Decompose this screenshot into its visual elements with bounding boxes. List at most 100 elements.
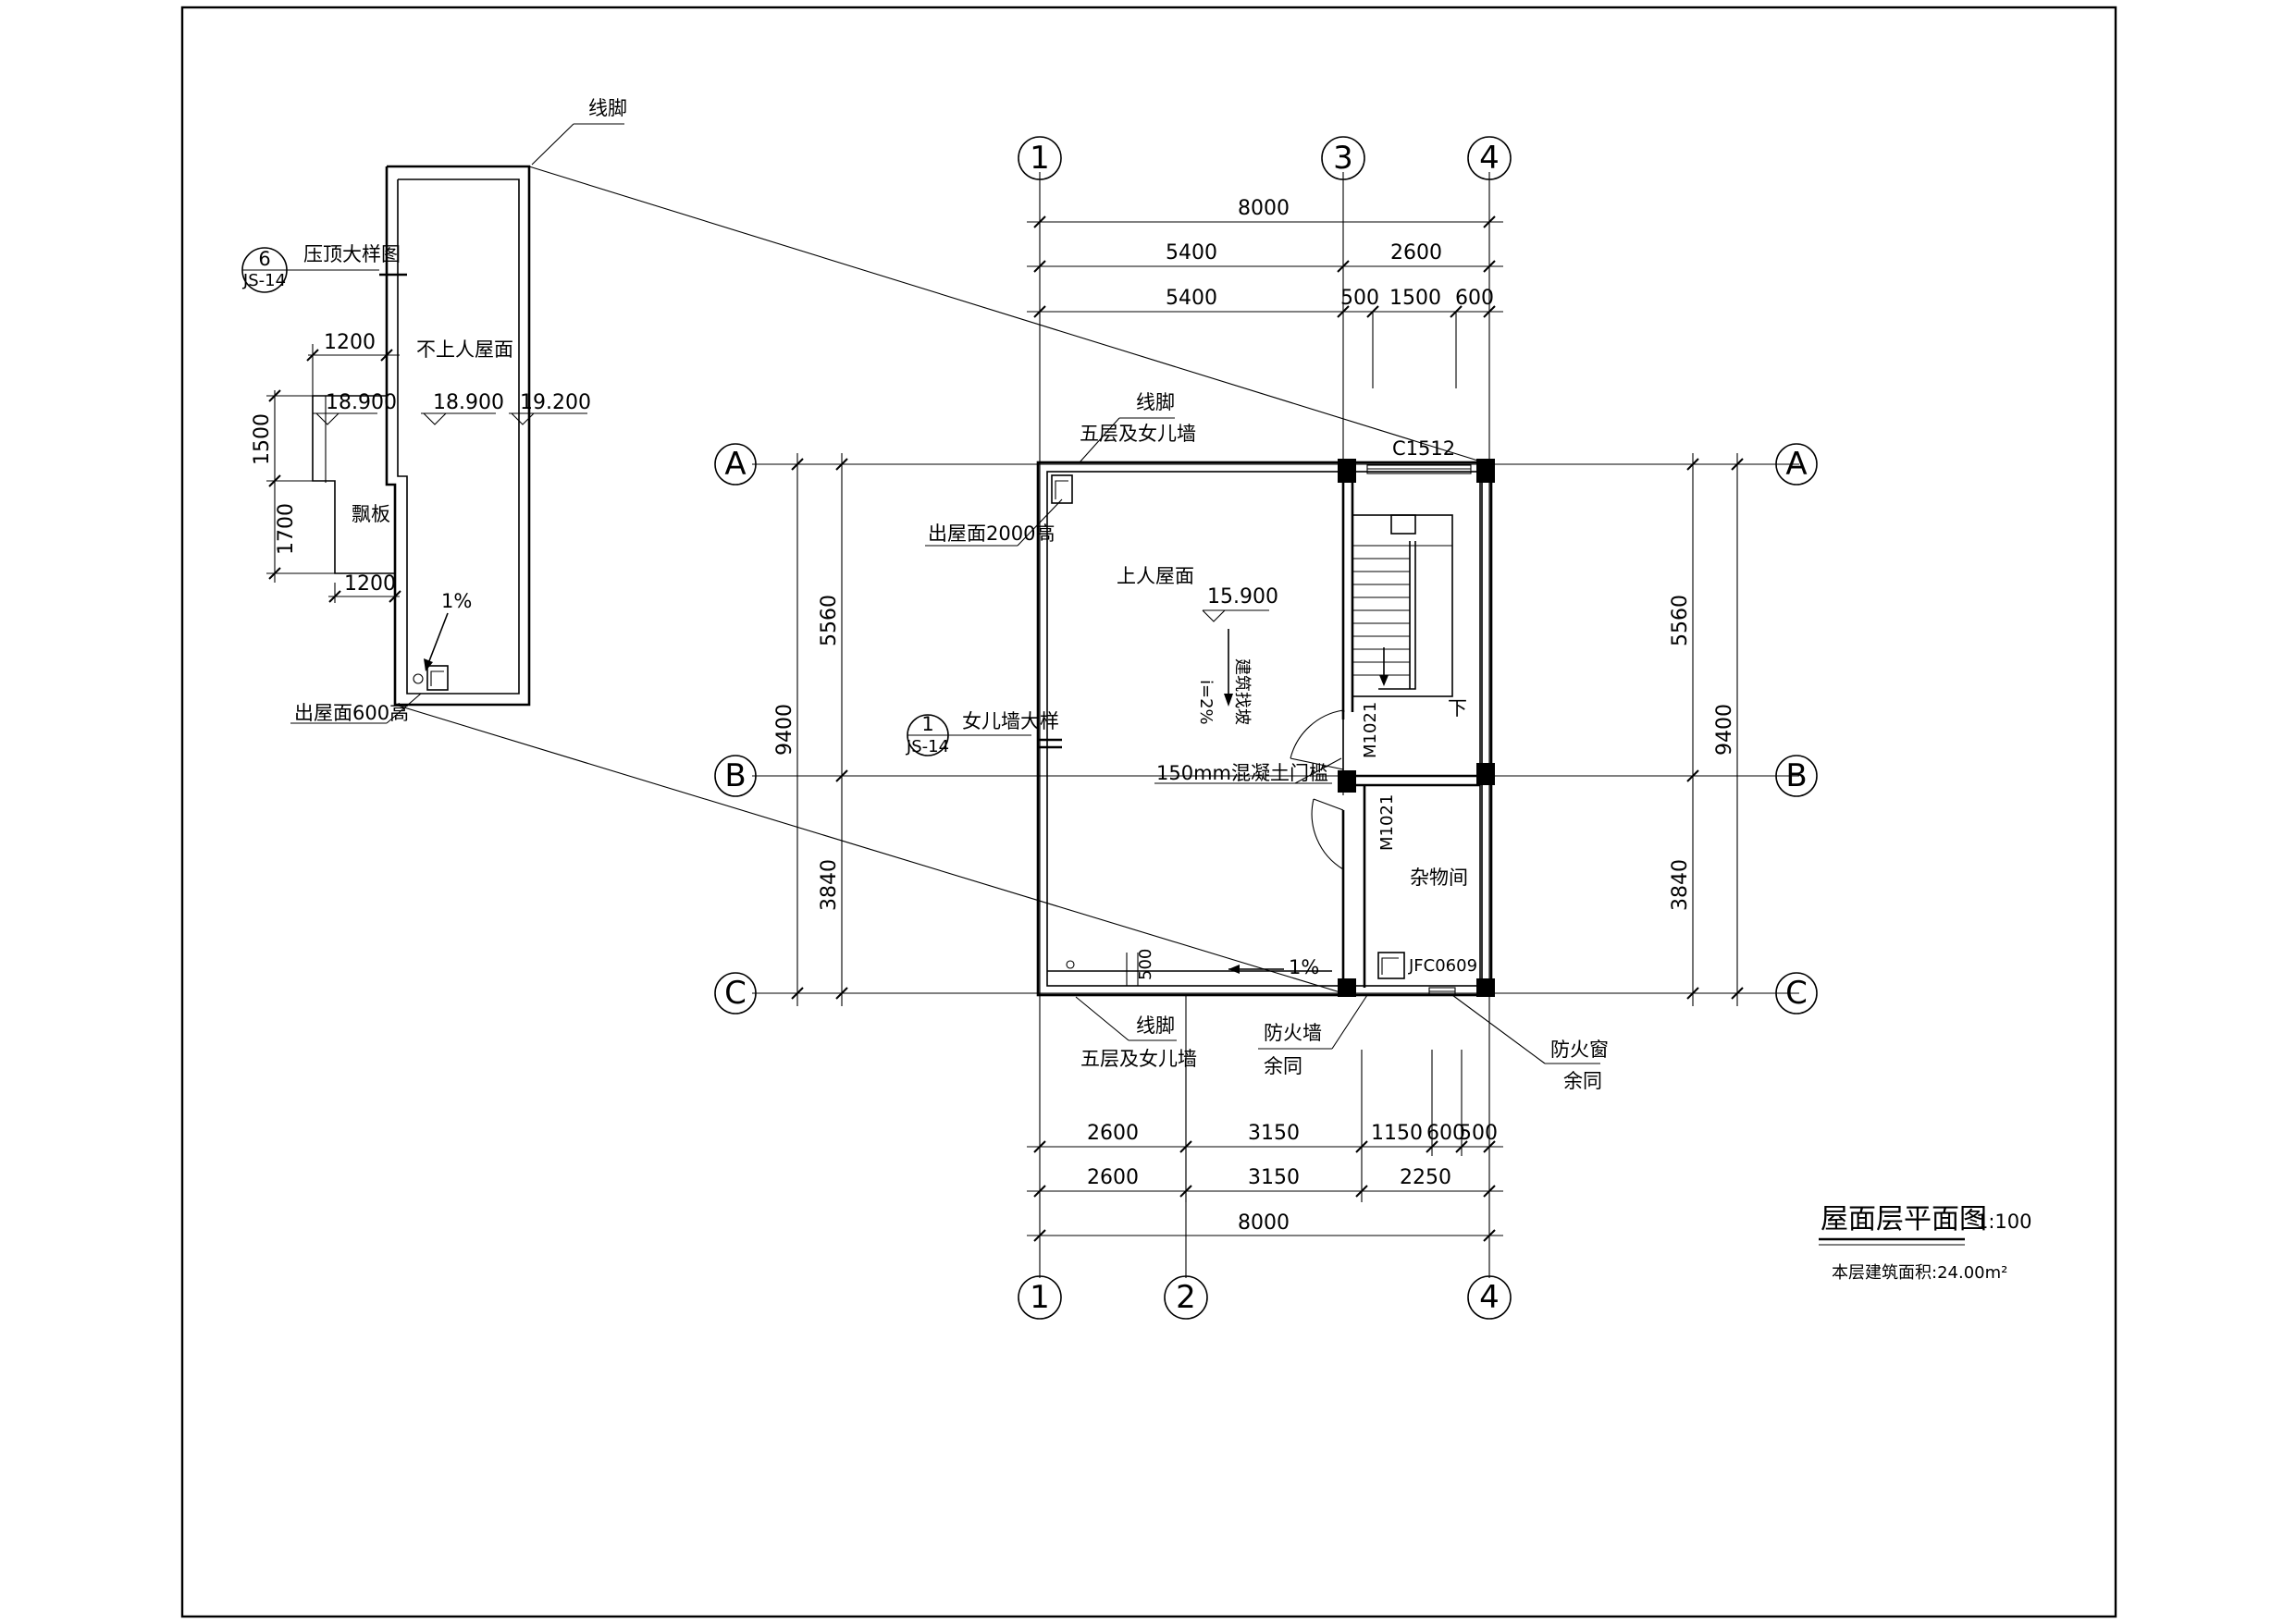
top-line-leader xyxy=(1079,417,1120,463)
top-dimension-lines xyxy=(1027,215,1503,388)
svg-text:B: B xyxy=(724,757,746,794)
dim-left-outer: 9400 xyxy=(773,704,796,756)
detail-link-bottom xyxy=(394,704,1344,994)
plan-roof-elevation: 15.900 xyxy=(1207,585,1278,609)
plan-slope-note: 建筑找坡 xyxy=(1232,658,1252,725)
axis-bubble-top-1: 1 xyxy=(1018,136,1062,180)
detail-dim-d: 1200 xyxy=(344,572,396,596)
axis-bubble-right-c: C xyxy=(1775,972,1818,1014)
svg-text:2: 2 xyxy=(1176,1279,1196,1316)
axis-grid-lines xyxy=(752,172,1799,1278)
detail-line-leader xyxy=(531,123,574,166)
stair xyxy=(1352,514,1453,697)
gutter-slope: 1% xyxy=(1289,956,1319,978)
bottom-line-note: 线脚 xyxy=(1136,1014,1175,1037)
bottom-line-subnote: 五层及女儿墙 xyxy=(1080,1048,1197,1070)
svg-text:B: B xyxy=(1785,757,1807,794)
plan-slope-arrow xyxy=(1224,629,1233,707)
detail-slope-arrow xyxy=(426,612,449,667)
detail-elevation-marks xyxy=(313,412,587,425)
detail-canopy-label: 飘板 xyxy=(352,503,390,525)
dim-top-row2-b: 500 xyxy=(1340,287,1379,310)
axis-bubble-bottom-2: 2 xyxy=(1164,1275,1208,1320)
detail-dim-c: 1700 xyxy=(275,503,298,555)
area-note: 本层建筑面积:24.00m² xyxy=(1832,1263,2007,1283)
axis-bubble-top-4: 4 xyxy=(1467,136,1512,180)
dim-right-inner-a: 5560 xyxy=(1669,595,1692,646)
axis-bubble-top-3: 3 xyxy=(1321,136,1365,180)
detail-elevation-c: 19.200 xyxy=(520,391,591,414)
svg-text:C: C xyxy=(724,975,747,1012)
axis-bubble-left-c: C xyxy=(714,972,757,1014)
svg-text:3: 3 xyxy=(1333,140,1353,177)
storage-room-label: 杂物间 xyxy=(1410,867,1468,889)
detail-elevation-a: 18.900 xyxy=(326,391,397,414)
firewall-leader xyxy=(1331,994,1368,1050)
parapet-callout-ref: JS-14 xyxy=(906,737,949,756)
axis-bubble-left-b: B xyxy=(714,755,757,797)
axis-bubble-bottom-4: 4 xyxy=(1467,1275,1512,1320)
plan-roof-label: 上人屋面 xyxy=(1117,565,1194,587)
svg-text:1: 1 xyxy=(1030,140,1050,177)
svg-text:C: C xyxy=(1785,975,1808,1012)
window-jfc0609-label: JFC0609 xyxy=(1408,956,1477,976)
door-m1021-upper-label: M1021 xyxy=(1361,702,1380,758)
sheet-frame xyxy=(180,6,2117,1618)
dim-left-inner-a: 5560 xyxy=(818,595,841,646)
parapet-note: 女儿墙大样 xyxy=(962,710,1059,732)
dim-right-inner-b: 3840 xyxy=(1669,859,1692,911)
plan-roof-outlet xyxy=(1051,474,1073,504)
axis-bubble-right-b: B xyxy=(1775,755,1818,797)
door-m1021-lower xyxy=(1311,798,1344,870)
detail-roof-label: 不上人屋面 xyxy=(416,338,513,361)
svg-text:A: A xyxy=(724,446,746,483)
left-dimension-lines xyxy=(791,453,848,1006)
dim-bottom-row1-b: 3150 xyxy=(1248,1122,1300,1145)
gutter-dim: 500 xyxy=(1136,949,1155,980)
svg-text:A: A xyxy=(1785,446,1807,483)
parapet-callout-num: 1 xyxy=(921,713,933,735)
detail-elevation-b: 18.900 xyxy=(433,391,504,414)
plan-outlet-note: 出屋面2000高 xyxy=(928,523,1055,545)
detail-dim-a: 1200 xyxy=(324,331,376,354)
svg-text:1: 1 xyxy=(1030,1279,1050,1316)
plan-outlet-leader xyxy=(1017,498,1063,547)
detail-dimension-lines xyxy=(266,344,401,603)
top-line-subnote: 五层及女儿墙 xyxy=(1080,423,1196,445)
detail-outlet xyxy=(413,665,449,691)
detail-dim-b: 1500 xyxy=(251,413,274,465)
dim-bottom-row1-e: 500 xyxy=(1459,1122,1498,1145)
dim-top-total: 8000 xyxy=(1238,197,1290,220)
bottom-line-leader xyxy=(1075,996,1129,1041)
detail-callout-label: 压顶大样图 xyxy=(303,243,401,265)
dim-right-outer: 9400 xyxy=(1713,704,1736,756)
dim-bottom-row1-a: 2600 xyxy=(1087,1122,1139,1145)
dim-bottom-row1-c: 1150 xyxy=(1371,1122,1423,1145)
dim-top-row1-b: 2600 xyxy=(1390,241,1442,264)
dim-top-row2-a: 5400 xyxy=(1166,287,1217,310)
detail-line-note: 线脚 xyxy=(588,97,627,119)
window-c1512 xyxy=(1366,464,1472,474)
dim-left-inner-b: 3840 xyxy=(818,859,841,911)
svg-text:4: 4 xyxy=(1479,1279,1500,1316)
plan-elevation-mark xyxy=(1202,609,1269,622)
stair-down-label: 下 xyxy=(1448,697,1467,719)
plan-slope-value: i=2% xyxy=(1196,680,1216,725)
drawing-title: 屋面层平面图 xyxy=(1821,1203,1987,1236)
structural-columns xyxy=(1338,459,1495,997)
window-c1512-label: C1512 xyxy=(1392,437,1455,460)
detail-slope: 1% xyxy=(441,590,472,612)
detail-outlet-note: 出屋面600高 xyxy=(294,702,409,724)
axis-bubble-right-a: A xyxy=(1775,443,1818,486)
top-line-note: 线脚 xyxy=(1136,391,1175,413)
drawing-scale: 1:100 xyxy=(1976,1211,2032,1233)
detail-callout-num: 6 xyxy=(258,248,270,270)
dim-bottom-row1-d: 600 xyxy=(1426,1122,1465,1145)
dim-bottom-row2-b: 3150 xyxy=(1248,1166,1300,1189)
door-m1021-upper xyxy=(1290,709,1345,777)
right-dimension-lines xyxy=(1686,453,1744,1006)
detail-callout xyxy=(241,247,407,293)
dim-bottom-row2-c: 2250 xyxy=(1400,1166,1451,1189)
dim-top-row2-d: 600 xyxy=(1455,287,1494,310)
